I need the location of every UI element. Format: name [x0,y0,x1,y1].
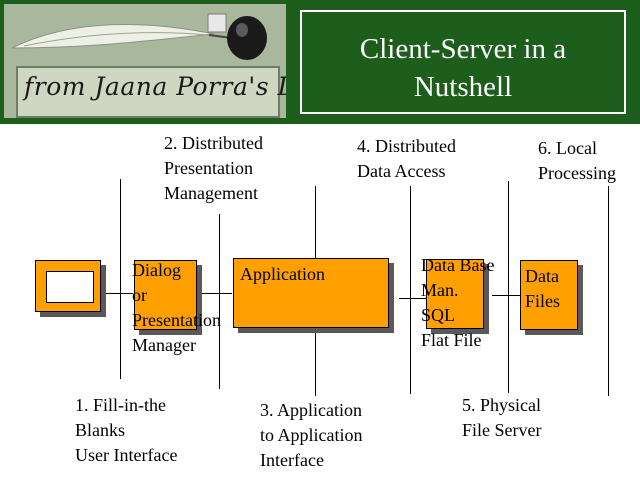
divider-line [410,186,411,394]
connector-line [492,295,520,296]
slide-header: from Jaana Porra's Desk Client-Server in… [0,0,640,124]
dialog-box [134,260,197,330]
quill-pen-icon [11,13,267,60]
logo-band [16,66,280,118]
application-box [233,258,389,328]
datafiles-box [520,260,578,330]
tier-label-3: 3. Application to Application Interface [260,400,363,470]
divider-line [508,181,509,393]
connector-line [105,293,133,294]
divider-line [219,214,220,389]
logo-text: from Jaana Porra's Desk [24,72,286,101]
divider-line [608,186,609,396]
title-frame: Client-Server in a Nutshell [300,10,626,114]
application-label: Application [240,264,325,284]
database-label: Data Base Man. SQL Flat File [421,255,495,350]
tier-label-1: 1. Fill-in-the Blanks User Interface [75,395,178,465]
datafiles-label: Data Files [525,266,561,311]
database-box [426,259,484,329]
tier-label-4: 4. Distributed Data Access [357,136,456,181]
connector-line [399,298,427,299]
logo: from Jaana Porra's Desk [4,4,286,118]
dialog-label: Dialog or Presentation Manager [132,260,221,355]
slide-title: Client-Server in a Nutshell [359,33,567,103]
tier-label-6: 6. Local Processing [538,138,616,183]
connector-line [200,293,232,294]
tier-label-2: 2. Distributed Presentation Management [164,133,263,203]
diagram: Dialog or Presentation Manager Applicati… [0,124,640,480]
tier-label-5: 5. Physical File Server [462,395,542,440]
terminal-screen [46,271,94,303]
divider-line [120,179,121,379]
